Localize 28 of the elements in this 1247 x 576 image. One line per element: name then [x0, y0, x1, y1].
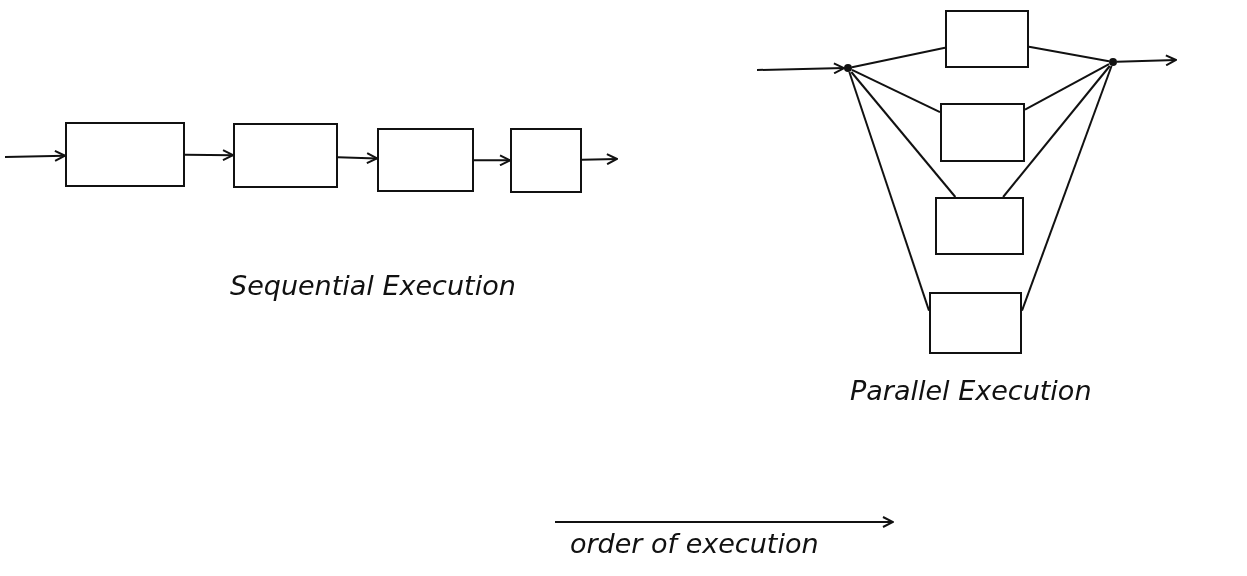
connector-line [1028, 45, 1110, 63]
connector-line [851, 46, 946, 69]
process-box [510, 128, 582, 193]
process-box [935, 197, 1024, 255]
connector-line [1021, 65, 1113, 312]
connector-line [1002, 65, 1111, 198]
junction-dot [1109, 58, 1117, 66]
connector-line [848, 71, 930, 312]
connector-line [1024, 63, 1110, 111]
junction-dot [844, 64, 852, 72]
process-box [233, 123, 338, 188]
process-box [929, 292, 1022, 354]
arrow [1116, 54, 1177, 67]
arrow [473, 154, 511, 167]
process-box [945, 10, 1029, 68]
connector-line [850, 71, 957, 198]
process-box [940, 103, 1025, 162]
diagram-caption: Parallel Execution [850, 375, 1092, 406]
arrow [184, 149, 234, 162]
process-box [65, 122, 185, 187]
arrow [756, 62, 845, 75]
arrow [4, 149, 66, 162]
process-box [377, 128, 474, 192]
diagram-caption: Sequential Execution [230, 270, 516, 301]
connector-line [851, 68, 941, 114]
arrow [337, 152, 378, 165]
arrow [581, 153, 618, 166]
axis-caption: order of execution [570, 528, 819, 559]
